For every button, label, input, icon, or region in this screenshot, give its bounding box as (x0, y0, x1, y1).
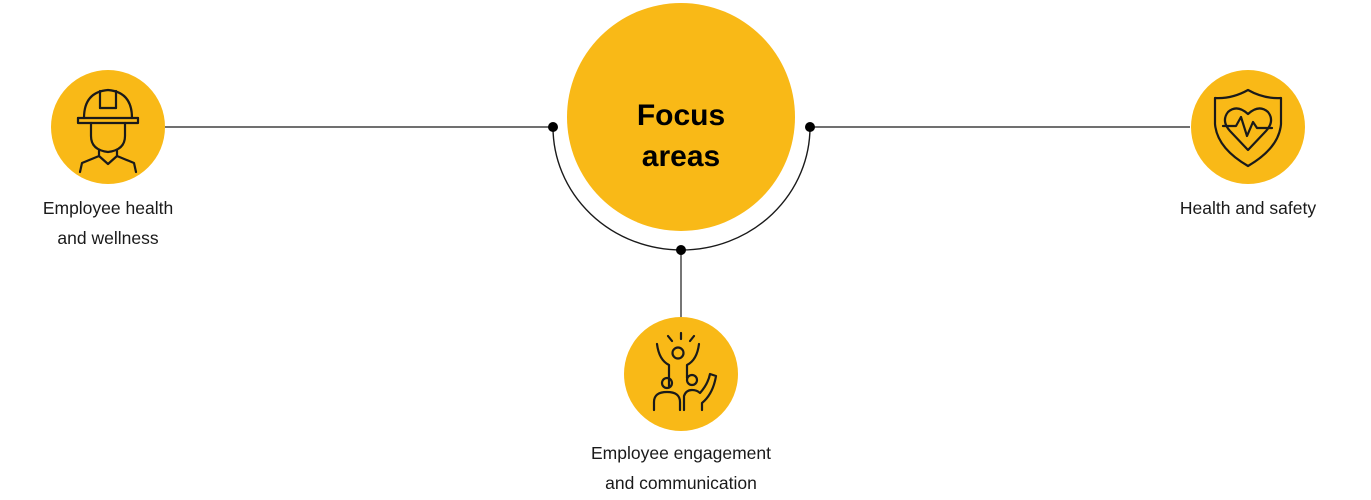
node-employee-engagement: Employee engagement and communication (591, 317, 771, 493)
center-title-line1: Focus (637, 99, 725, 132)
shield-heartbeat-icon (1213, 88, 1283, 168)
center-title-line2: areas (642, 140, 720, 173)
connector-dot-bottom (676, 245, 686, 255)
center-circle (567, 3, 795, 231)
node-label-bottom-line1: Employee engagement (591, 443, 771, 463)
node-label-left-line2: and wellness (57, 228, 158, 248)
construction-worker-icon (76, 88, 140, 174)
node-label-left-line1: Employee health (43, 198, 173, 218)
node-circle-left (51, 70, 165, 184)
node-health-safety: Health and safety (1180, 70, 1316, 218)
node-label-right-line1: Health and safety (1180, 198, 1316, 218)
node-label-bottom-line2: and communication (605, 473, 757, 493)
celebrating-people-icon (652, 331, 718, 412)
node-circle-bottom (624, 317, 738, 431)
connector-dot-right (805, 122, 815, 132)
node-employee-health: Employee health and wellness (43, 70, 173, 248)
connector-dot-left (548, 122, 558, 132)
